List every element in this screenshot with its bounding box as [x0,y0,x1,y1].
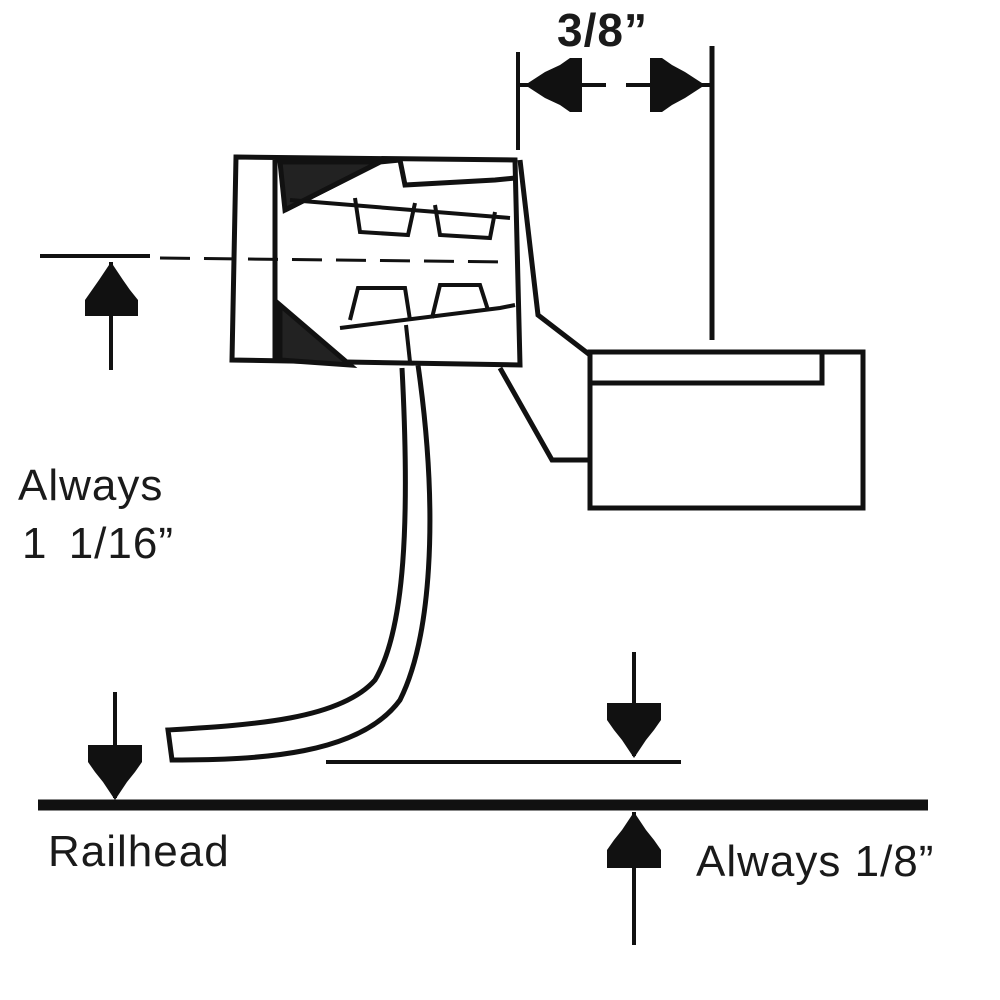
arrow-left-icon [525,58,582,112]
draft-gear-box [587,349,866,511]
arrow-down-icon [88,745,142,800]
height-label-line2: 1 1/16” [22,519,174,568]
arrow-right-icon [650,58,705,112]
coupler-head [229,154,523,369]
clearance-label: Always 1/8” [696,837,935,886]
arrow-up-icon [607,812,661,868]
trip-pin [165,364,433,763]
top-dimension-label: 3/8” [557,4,648,56]
centerline-dashed [159,256,511,264]
railhead-label: Railhead [48,827,230,876]
coupler-shank [497,159,592,463]
height-label-line1: Always [18,461,164,510]
arrow-up-icon [85,262,138,316]
arrow-down-icon [607,703,661,758]
